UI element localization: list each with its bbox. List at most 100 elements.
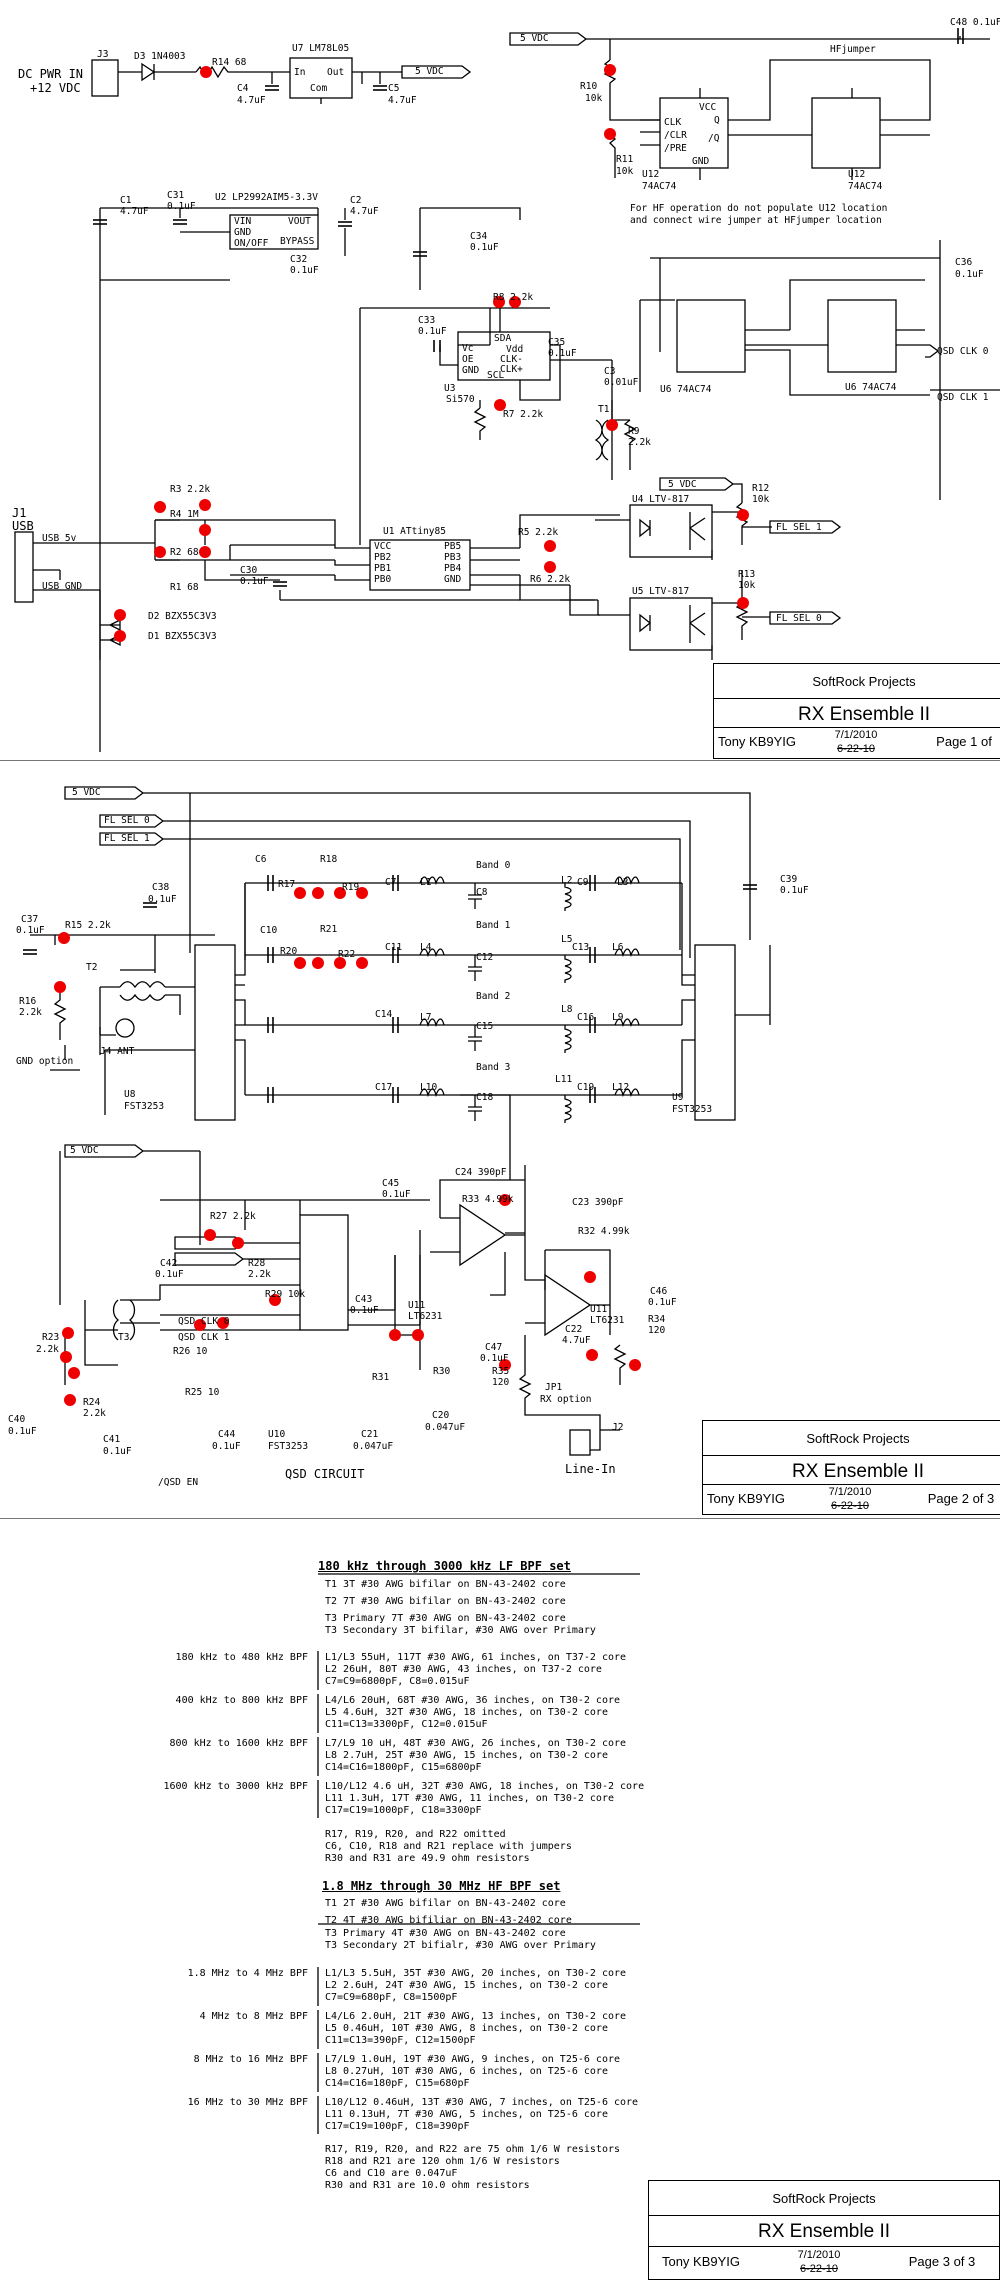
- c39-value: 0.1uF: [780, 885, 809, 896]
- r17-label: R17: [278, 879, 296, 890]
- c34-label: C34: [470, 231, 488, 242]
- c5-value: 4.7uF: [388, 95, 417, 106]
- net-5vdc-opto: 5 VDC: [668, 479, 697, 490]
- c35-label: C35: [548, 337, 566, 348]
- t2-label: T2: [86, 962, 98, 973]
- c43-label: C43: [355, 1294, 373, 1305]
- c42-value: 0.1uF: [155, 1269, 184, 1280]
- r9-label: R9: [628, 426, 640, 437]
- shunt-capacitor: [468, 1025, 482, 1051]
- lf-footer-2: C6, C10, R18 and R21 replace with jumper…: [325, 1841, 572, 1852]
- r4-label: R4 1M: [170, 509, 199, 520]
- c33-label: C33: [418, 315, 436, 326]
- r8-label: R8 2.2k: [493, 292, 534, 303]
- r24-value: 2.2k: [83, 1408, 106, 1419]
- c44-label: C44: [218, 1429, 236, 1440]
- c35-value: 0.1uF: [548, 348, 577, 359]
- l8-label: L8: [561, 1004, 573, 1015]
- c45-value: 0.1uF: [382, 1189, 411, 1200]
- c5-label: C5: [388, 83, 400, 94]
- u1-pb0-pin: PB0: [374, 574, 392, 585]
- hf-footer-3: C6 and C10 are 0.047uF: [325, 2168, 458, 2179]
- l3-label: L3: [617, 877, 629, 888]
- shunt-capacitor: [468, 955, 482, 981]
- u1-label: U1 ATtiny85: [383, 526, 446, 537]
- ff-nq-pin: /Q: [708, 133, 720, 144]
- c20-label: C20: [432, 1410, 450, 1421]
- band0-label: Band 0: [476, 860, 511, 871]
- si570-clkp-pin: CLK+: [500, 364, 523, 375]
- j4-label: J4 ANT: [100, 1046, 135, 1057]
- r35-label: R35: [492, 1366, 510, 1377]
- c4-label: C4: [237, 83, 249, 94]
- u7-label: U7 LM78L05: [292, 43, 350, 54]
- u1-pb2-pin: PB2: [374, 552, 392, 563]
- c21-value: 0.047uF: [353, 1441, 394, 1452]
- qsd-circuit-label: QSD CIRCUIT: [285, 1467, 365, 1481]
- inductor-coil: [614, 876, 640, 886]
- c46-value: 0.1uF: [648, 1297, 677, 1308]
- hf-transformer-1: T1 2T #30 AWG bifilar on BN-43-2402 core: [325, 1898, 566, 1909]
- u12a-label: U12: [642, 169, 660, 180]
- u7-in-pin: In: [294, 67, 306, 78]
- shunt-capacitor: [468, 883, 482, 909]
- lf-transformer-2: T2 7T #30 AWG bifilar on BN-43-2402 core: [325, 1596, 566, 1607]
- t3-label: T3: [118, 1332, 130, 1343]
- u3-part: Si570: [446, 394, 475, 405]
- hf-band-1-label: 1.8 MHz to 4 MHz BPF: [187, 1968, 308, 1979]
- l12-label: L12: [612, 1082, 630, 1093]
- l1-label: L1: [420, 877, 432, 888]
- project-name: SoftRock Projects: [772, 2191, 876, 2206]
- revision-date: 7/1/2010: [834, 729, 878, 741]
- r16-label: R16: [19, 996, 37, 1007]
- lf-footer-3: R30 and R31 are 49.9 ohm resistors: [325, 1853, 530, 1864]
- lf-band-2-label: 400 kHz to 800 kHz BPF: [175, 1695, 308, 1706]
- r11-label: R11: [616, 154, 634, 165]
- c39-label: C39: [780, 874, 798, 885]
- fl-sel0-sheet2: FL SEL 0: [104, 815, 150, 826]
- l4-label: L4: [420, 942, 432, 953]
- c18-label: C18: [476, 1092, 494, 1103]
- r14-label: R14 68: [212, 57, 247, 68]
- j3-label: J3: [97, 49, 109, 60]
- rx-option-label: RX option: [540, 1394, 592, 1405]
- lf-transformer-3: T3 Primary 7T #30 AWG on BN-43-2402 core: [325, 1613, 566, 1624]
- r12-label: R12: [752, 483, 770, 494]
- revision-date: 7/1/2010: [797, 2249, 841, 2261]
- hf-band-2-line-3: C11=C13=390pF, C12=1500pF: [325, 2035, 476, 2046]
- r30-label: R30: [433, 1366, 451, 1377]
- lf-band-1-line-2: L2 26uH, 80T #30 AWG, 43 inches, on T37-…: [325, 1664, 602, 1675]
- c36-label: C36: [955, 257, 973, 268]
- t1-label: T1: [598, 404, 610, 415]
- hf-band-4-line-3: C17=C19=100pF, C18=390pF: [325, 2121, 470, 2132]
- ff-clk-pin: CLK: [664, 117, 682, 128]
- shunt-capacitor: [468, 1095, 482, 1121]
- r22-label: R22: [338, 949, 356, 960]
- drawing-title: RX Ensemble II: [792, 1461, 924, 1482]
- c22-label: C22: [565, 1324, 583, 1335]
- l5-label: L5: [561, 934, 573, 945]
- u11b-part: LT6231: [590, 1315, 625, 1326]
- u7-out-pin: Out: [327, 67, 345, 78]
- r35-value: 120: [492, 1377, 510, 1388]
- r32-label: R32 4.99k: [578, 1226, 630, 1237]
- si570-oe-pin: OE: [462, 354, 474, 365]
- lf-band-2-line-1: L4/L6 20uH, 68T #30 AWG, 36 inches, on T…: [325, 1695, 621, 1706]
- r6-label: R6 2.2k: [530, 574, 571, 585]
- title-block-page-1: SoftRock Projects RX Ensemble II Tony KB…: [713, 663, 1000, 759]
- c1-label: C1: [120, 195, 132, 206]
- r5-label: R5 2.2k: [518, 527, 559, 538]
- qsd-en-label: /QSD EN: [158, 1477, 199, 1488]
- dc-power-label: DC PWR IN: [18, 67, 84, 81]
- c3-value: 0.01uF: [604, 377, 639, 388]
- u11b-label: U11: [590, 1304, 608, 1315]
- l7-label: L7: [420, 1012, 432, 1023]
- l10-label: L10: [420, 1082, 438, 1093]
- c2-value: 4.7uF: [350, 206, 379, 217]
- c47-label: C47: [485, 1342, 503, 1353]
- qsd-clk0-sheet2: QSD CLK 0: [178, 1316, 230, 1327]
- c11-label: C11: [385, 942, 403, 953]
- u2-onoff-pin: ON/OFF: [234, 238, 269, 249]
- lf-band-3-line-1: L7/L9 10 uH, 48T #30 AWG, 26 inches, on …: [325, 1738, 627, 1749]
- u9-label: U9: [672, 1092, 684, 1103]
